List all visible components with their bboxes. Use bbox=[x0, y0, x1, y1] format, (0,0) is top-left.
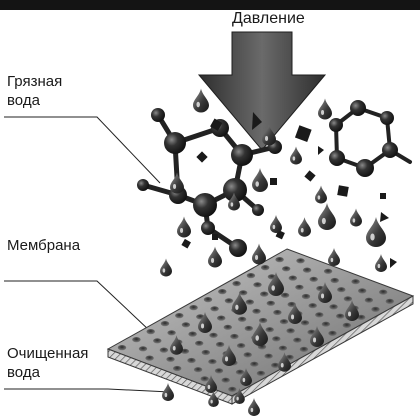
membrane-pore bbox=[252, 309, 260, 314]
membrane-pore bbox=[132, 337, 140, 342]
membrane-pore bbox=[238, 317, 246, 322]
membrane-pore bbox=[173, 366, 181, 371]
membrane-pore bbox=[139, 346, 147, 351]
membrane-pore bbox=[244, 352, 252, 357]
membrane-pore bbox=[230, 334, 238, 339]
membrane-pore bbox=[217, 316, 225, 321]
membrane-pore bbox=[215, 368, 223, 373]
dirty-water-label-line1: Грязная bbox=[7, 72, 62, 91]
membrane-pore bbox=[189, 305, 197, 310]
molecule-small bbox=[336, 108, 410, 168]
membrane-pore bbox=[257, 371, 265, 376]
membrane-pore bbox=[222, 378, 230, 383]
clean-water-label-line1: Очищенная bbox=[7, 344, 88, 363]
membrane-pore bbox=[264, 354, 272, 359]
membrane-pore bbox=[167, 330, 175, 335]
membrane-label: Мембрана bbox=[7, 236, 80, 255]
membrane-pore bbox=[225, 298, 233, 303]
membrane-pore bbox=[261, 265, 269, 270]
membrane-pore bbox=[273, 310, 281, 315]
membrane-pore bbox=[260, 292, 268, 297]
membrane-pore bbox=[301, 320, 309, 325]
membrane-pore bbox=[161, 321, 169, 326]
membrane-pore bbox=[328, 331, 336, 336]
membrane-pore bbox=[351, 279, 359, 284]
membrane-pore bbox=[365, 298, 373, 303]
membrane-pore bbox=[300, 347, 308, 352]
membrane-pore bbox=[295, 285, 303, 290]
leader-dirty-water bbox=[4, 117, 160, 183]
membrane-pore bbox=[303, 268, 311, 273]
membrane-pore bbox=[188, 332, 196, 337]
membrane-pore bbox=[358, 288, 366, 293]
membrane-pore bbox=[331, 278, 339, 283]
membrane-pore bbox=[218, 289, 226, 294]
membrane-pore bbox=[329, 304, 337, 309]
clean-water-label-line2: вода bbox=[7, 363, 88, 382]
leader-membrane bbox=[4, 281, 150, 331]
membrane-pore bbox=[247, 273, 255, 278]
membrane-pore bbox=[187, 358, 195, 363]
pressure-label: Давление bbox=[232, 9, 305, 28]
membrane-pore bbox=[204, 297, 212, 302]
membrane-pore bbox=[275, 257, 283, 262]
membrane-pore bbox=[239, 290, 247, 295]
membrane-pore bbox=[245, 326, 253, 331]
membrane-pore bbox=[145, 356, 153, 361]
membrane-pore bbox=[293, 338, 301, 343]
membrane-pore bbox=[322, 322, 330, 327]
membrane-pore bbox=[267, 301, 275, 306]
membrane-pore bbox=[160, 348, 168, 353]
membrane-pore bbox=[259, 318, 267, 323]
membrane-pore bbox=[266, 327, 274, 332]
membrane-pore bbox=[315, 312, 323, 317]
membrane-pore bbox=[272, 336, 280, 341]
membrane-pore bbox=[309, 303, 317, 308]
membrane-pore bbox=[281, 293, 289, 298]
membrane-pore bbox=[250, 362, 258, 367]
membrane-pore bbox=[210, 306, 218, 311]
membrane-pore bbox=[296, 258, 304, 263]
membrane-pore bbox=[232, 281, 240, 286]
membrane-pore bbox=[236, 370, 244, 375]
membrane-pore bbox=[289, 276, 297, 281]
membrane-pore bbox=[118, 345, 126, 350]
membrane-pore bbox=[182, 322, 190, 327]
membrane-pore bbox=[246, 300, 254, 305]
membrane-pore bbox=[279, 346, 287, 351]
membrane-pore bbox=[280, 319, 288, 324]
dirty-water-label-line2: вода bbox=[7, 91, 62, 110]
membrane-pore bbox=[153, 338, 161, 343]
dirty-water-label: Грязная вода bbox=[7, 72, 62, 110]
membrane-pore bbox=[166, 357, 174, 362]
membrane-pore bbox=[195, 341, 203, 346]
membrane-pore bbox=[216, 342, 224, 347]
membrane-pore bbox=[253, 282, 261, 287]
membrane-pore bbox=[324, 269, 332, 274]
membrane-pore bbox=[343, 323, 351, 328]
membrane-pore bbox=[282, 266, 290, 271]
membrane-pore bbox=[310, 277, 318, 282]
membrane-pore bbox=[194, 367, 202, 372]
membrane-pore bbox=[209, 333, 217, 338]
membrane-pore bbox=[286, 328, 294, 333]
membrane-pore bbox=[202, 350, 210, 355]
membrane-pore bbox=[336, 314, 344, 319]
membrane-pore bbox=[224, 325, 232, 330]
membrane-pore bbox=[302, 294, 310, 299]
clean-water-label: Очищенная вода bbox=[7, 344, 88, 382]
membrane-pore bbox=[175, 313, 183, 318]
membrane-pore bbox=[379, 290, 387, 295]
leader-clean-water bbox=[4, 389, 170, 392]
membrane-pore bbox=[344, 296, 352, 301]
membrane-pore bbox=[237, 343, 245, 348]
membrane-pore bbox=[386, 299, 394, 304]
membrane-pore bbox=[201, 376, 209, 381]
contaminant-particles bbox=[181, 112, 397, 268]
membrane-pore bbox=[337, 287, 345, 292]
membrane-pore bbox=[228, 387, 236, 392]
membrane-pore bbox=[147, 329, 155, 334]
membrane-pore bbox=[371, 307, 379, 312]
membrane-pore bbox=[208, 359, 216, 364]
